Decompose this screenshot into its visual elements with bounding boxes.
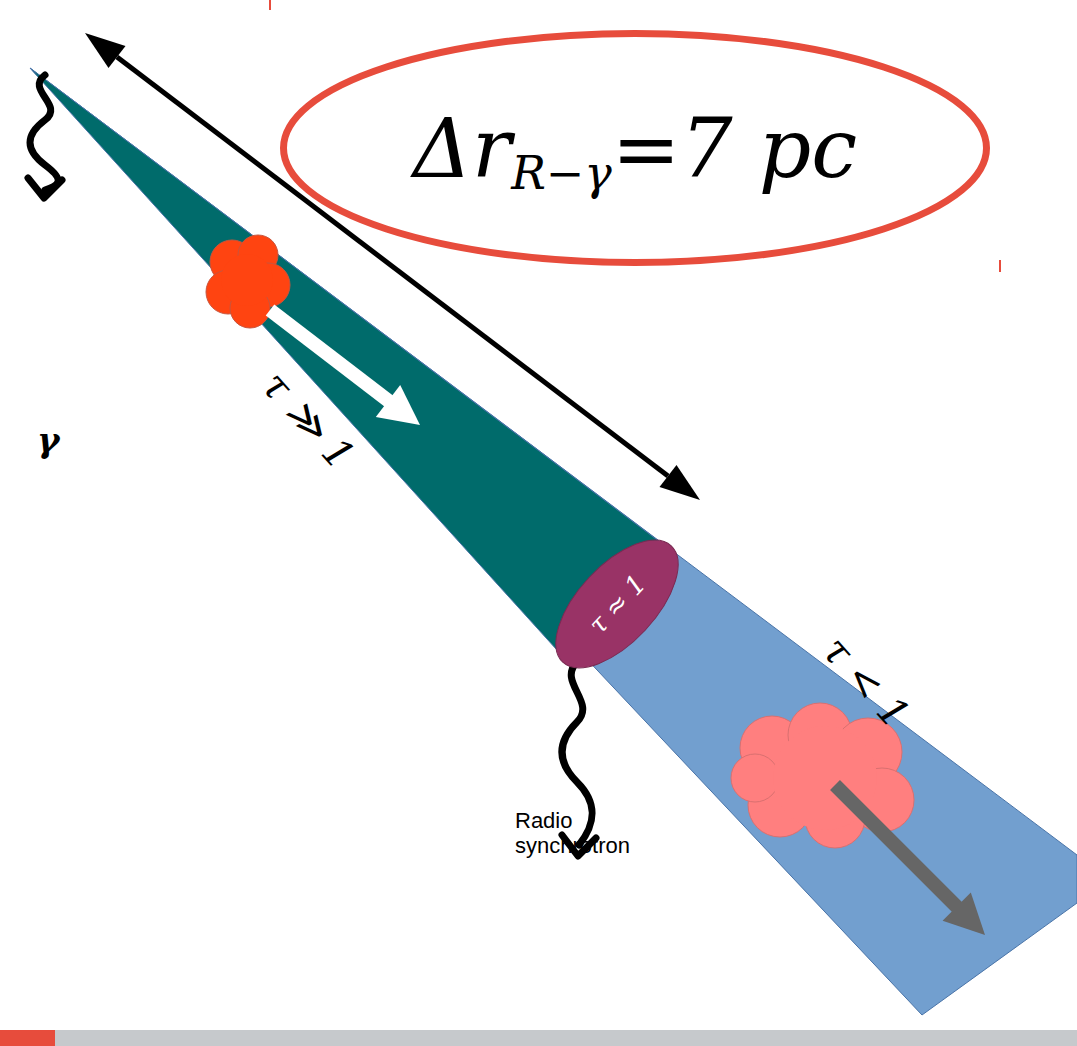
node-shape: [284, 34, 987, 263]
highlight-ellipse: ΔrR−γ=7 pc: [280, 30, 990, 266]
emission-label: Radio synchrotron: [515, 808, 675, 859]
motion-arrowhead: [943, 893, 985, 935]
tick-mark: [269, 0, 271, 10]
footer-bar: [0, 1030, 1077, 1046]
node-content: ΔrR−γ=7 pc: [280, 30, 990, 266]
motion-arrow: [835, 785, 958, 908]
formula-main: Δr: [413, 101, 511, 196]
node-shape: [535, 520, 700, 689]
distance-arrowhead: [85, 33, 126, 68]
motion-arrowhead: [376, 385, 420, 425]
photon-wave-head: [28, 178, 62, 198]
photon-wave: [30, 75, 58, 190]
gamma-label: γ: [37, 421, 59, 460]
formula-subscript: R−γ: [511, 146, 612, 200]
footer-accent: [0, 1030, 55, 1046]
opacity-label: τ ≈ 1: [582, 568, 651, 639]
tick-mark: [999, 260, 1001, 272]
distance-arrowhead: [660, 465, 701, 500]
formula-value: =7 pc: [612, 101, 857, 196]
